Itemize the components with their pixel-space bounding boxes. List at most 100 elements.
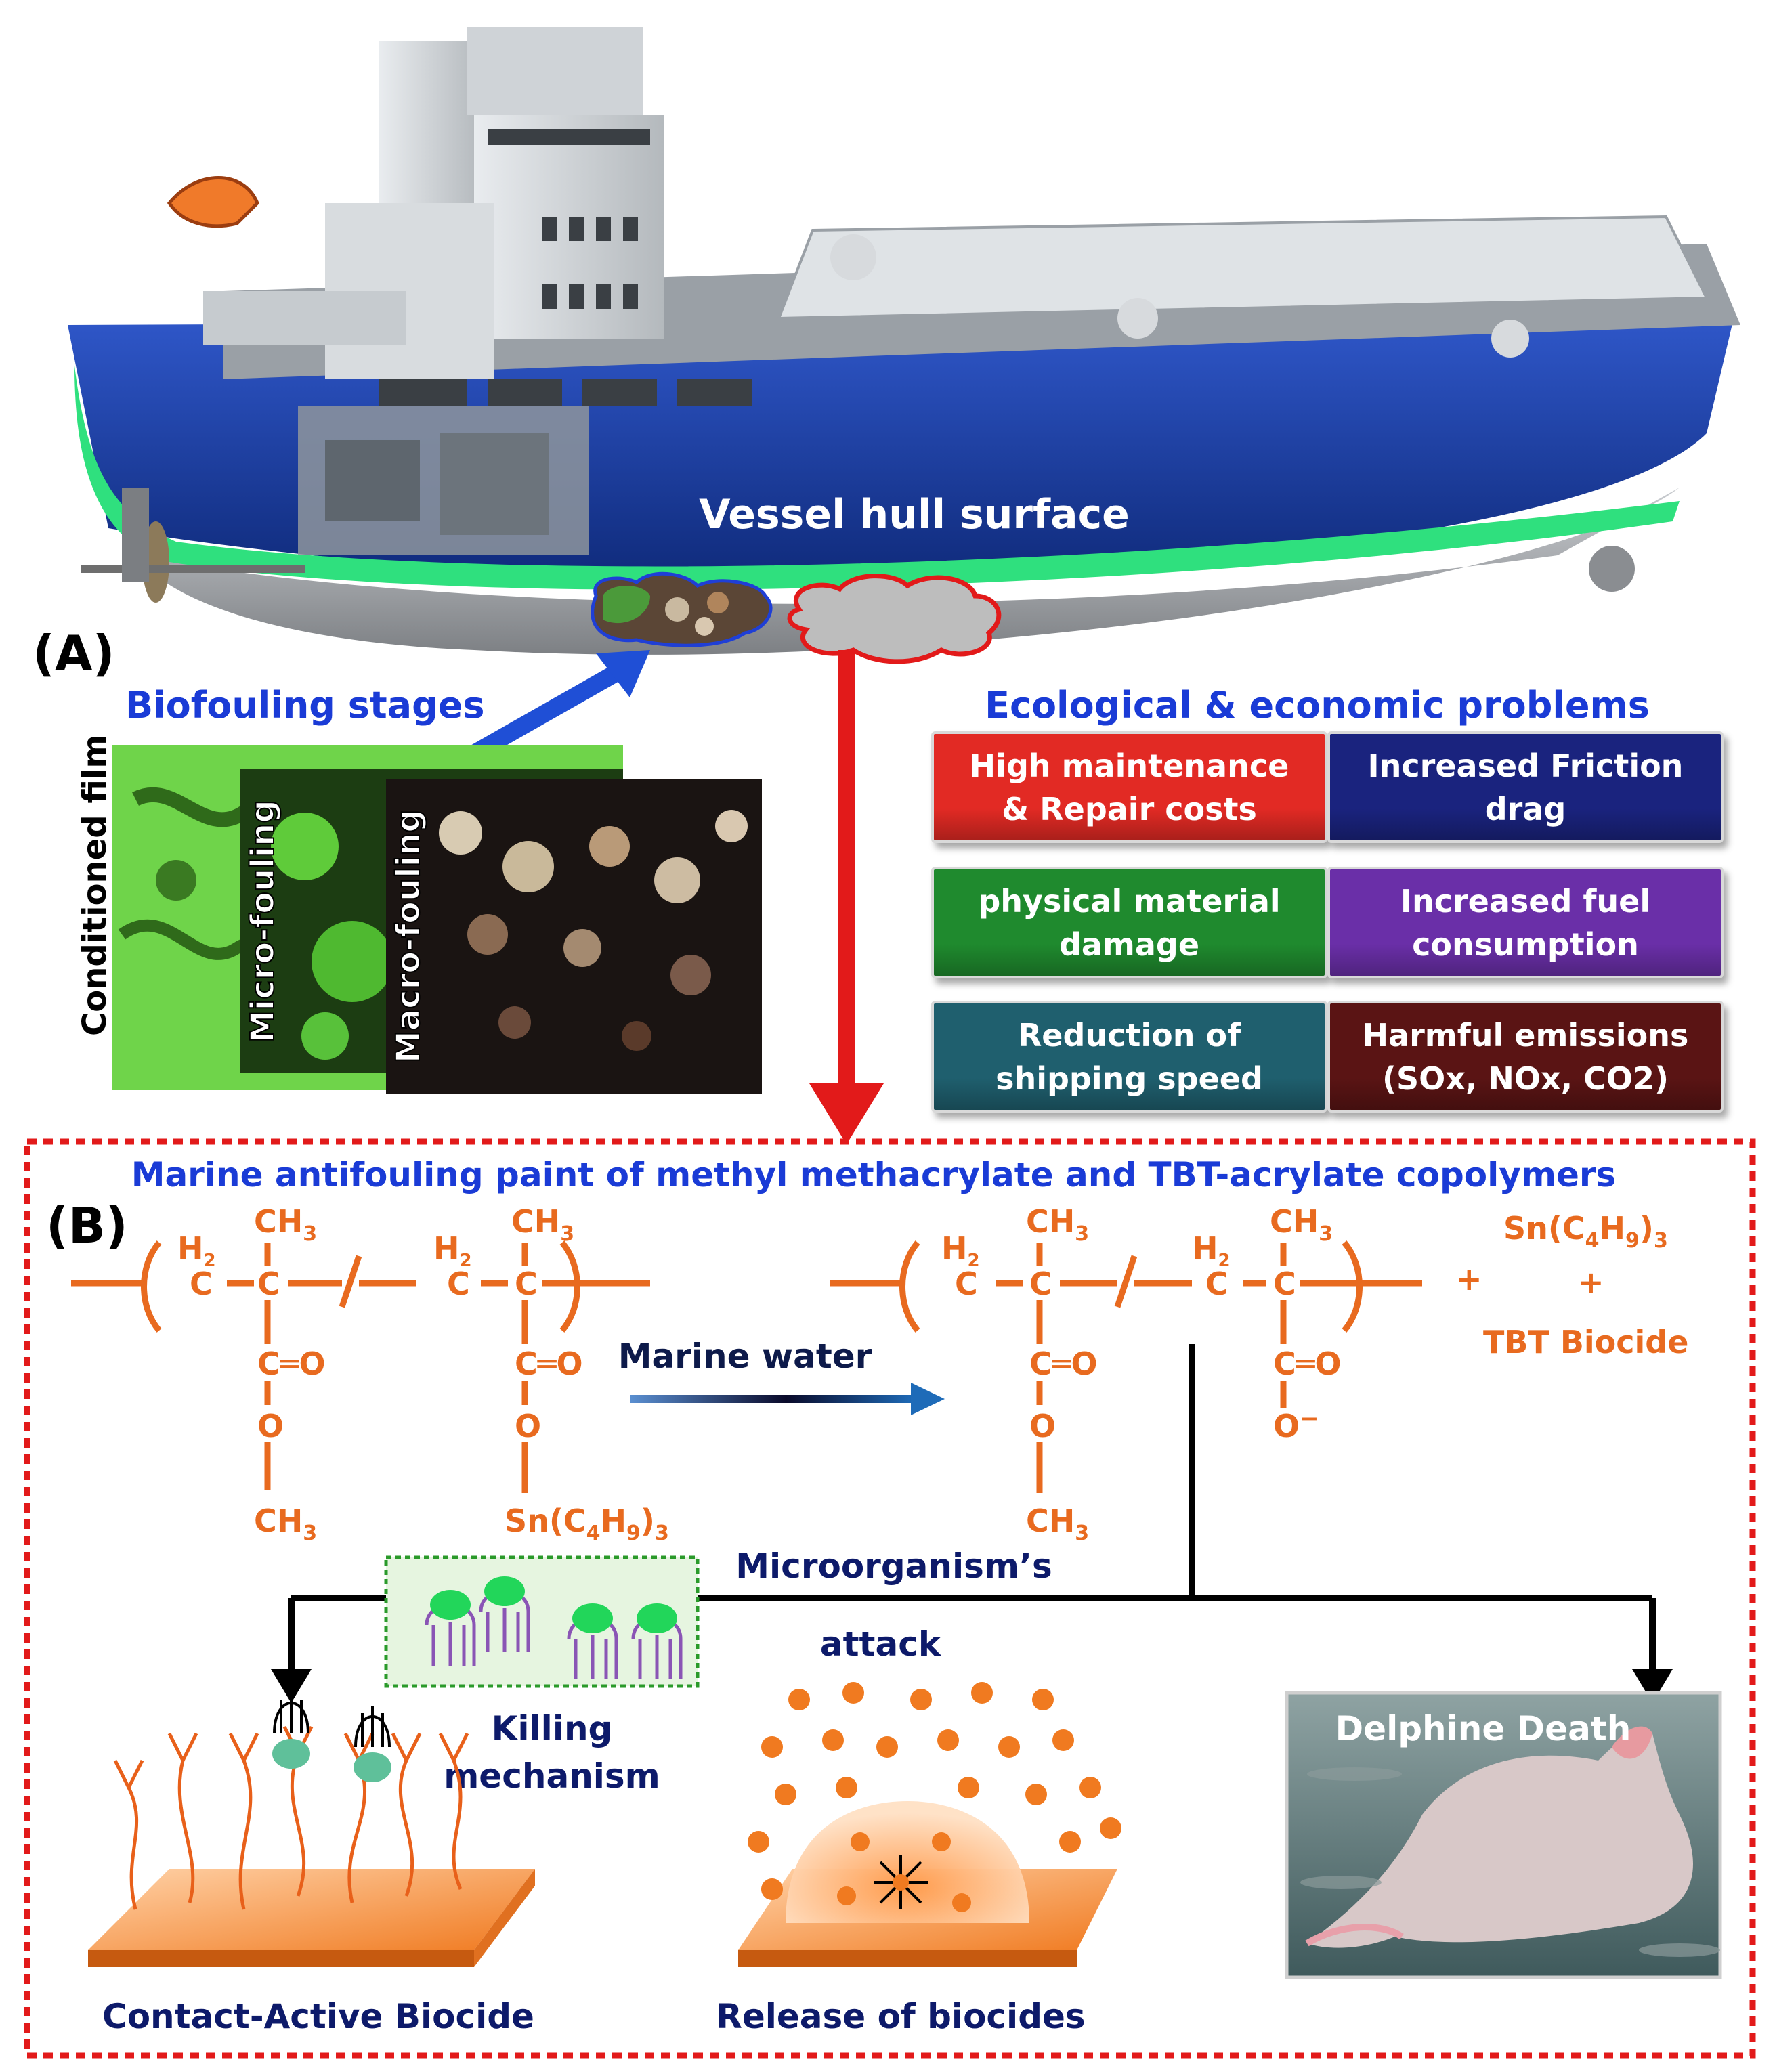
problem-line: consumption <box>1412 926 1639 963</box>
problem-line: Reduction of <box>1017 1016 1241 1054</box>
stage-macro-fouling-image <box>386 779 762 1094</box>
chem-right-co-2: C═O <box>1273 1345 1342 1382</box>
problem-line: drag <box>1484 790 1566 827</box>
release-biocide-illustration <box>738 1682 1121 1967</box>
problem-emissions: Harmful emissions (SOx, NOx, CO2) <box>1327 1001 1724 1113</box>
ship-lower-hull <box>135 488 1680 655</box>
attack-arrow-left-head <box>271 1669 312 1703</box>
problem-friction-drag: Increased Friction drag <box>1327 731 1724 843</box>
dolphin-label: Delphine Death <box>1335 1709 1631 1748</box>
ship-deck-cover <box>777 215 1709 320</box>
contact-biocide-label: Contact-Active Biocide <box>102 1997 534 2036</box>
hull-red-cloud <box>787 574 1002 664</box>
panel-b-title: Marine antifouling paint of methyl metha… <box>131 1155 1617 1194</box>
chem-left-ch3-top-2: CH3 <box>511 1203 574 1246</box>
chem-plus-1: + <box>1456 1261 1482 1297</box>
chem-plus-2: + <box>1578 1264 1604 1301</box>
chem-left-h2-1: H2 <box>177 1230 216 1271</box>
problem-line: damage <box>1058 926 1200 963</box>
contact-polymer-brushes <box>113 1725 469 1910</box>
ship-mast <box>830 234 876 280</box>
chem-left-c-4: C <box>515 1266 538 1302</box>
chem-left-ch3-bottom-1: CH3 <box>254 1503 317 1545</box>
chem-product-tributyltin: Sn(C4H9)3 <box>1503 1210 1668 1253</box>
ship-dome-2 <box>1491 320 1529 358</box>
hull-label: Vessel hull surface <box>699 491 1130 538</box>
marine-water-label: Marine water <box>618 1337 872 1376</box>
problem-fuel-consumption: Increased fuel consumption <box>1327 867 1724 978</box>
chem-left-h2-2: H2 <box>433 1230 472 1271</box>
stage-label-conditioned-film: Conditioned film <box>76 734 114 1036</box>
problem-line: Increased fuel <box>1400 882 1651 920</box>
panel-a-label: (A) <box>33 625 115 682</box>
chem-left-co-1: C═O <box>257 1345 326 1382</box>
attack-label-line1: Microorganism’s <box>735 1547 1052 1586</box>
chem-left-tributyltin: Sn(C4H9)3 <box>505 1503 669 1545</box>
attack-arrow-right-head <box>1632 1669 1673 1703</box>
ship-superstructure <box>203 27 664 379</box>
problem-line: (SOx, NOx, CO2) <box>1382 1060 1669 1097</box>
problem-line: Increased Friction <box>1367 747 1684 784</box>
killing-label-line2: mechanism <box>444 1756 660 1796</box>
killing-label-line1: Killing <box>492 1709 613 1748</box>
chem-right-o-minus: O− <box>1273 1405 1319 1444</box>
problems-title: Ecological & economic problems <box>985 684 1650 727</box>
hull-fouling-patch <box>591 571 773 647</box>
attack-label-line2: attack <box>820 1624 942 1664</box>
dolphin-photo <box>1285 1691 1722 1979</box>
chem-left-c-1: C <box>190 1266 213 1302</box>
microorganism-heads <box>430 1576 677 1633</box>
copolymer-left-bonds <box>71 1240 650 1493</box>
chem-left-o-2: O <box>515 1408 541 1444</box>
release-biocide-particles <box>748 1682 1121 1912</box>
ship-propeller <box>81 488 305 603</box>
chem-right-o-1: O <box>1029 1408 1056 1444</box>
biofouling-title: Biofouling stages <box>125 684 485 727</box>
contact-biocide-illustration <box>88 1693 535 1967</box>
chem-right-ch3-bottom-1: CH3 <box>1026 1503 1089 1545</box>
chem-right-h2-2: H2 <box>1192 1230 1231 1271</box>
release-biocide-label: Release of biocides <box>716 1997 1085 2036</box>
ship-engine-cutaway <box>298 406 589 555</box>
chem-left-co-2: C═O <box>515 1345 583 1382</box>
chem-right-ch3-top-2: CH3 <box>1270 1203 1333 1246</box>
chem-right-c-3: C <box>1205 1266 1228 1302</box>
marine-water-arrow-shaft <box>630 1395 914 1403</box>
chem-left-c-2: C <box>257 1266 280 1302</box>
chem-left-o-1: O <box>257 1408 284 1444</box>
panel-b-label: (B) <box>46 1197 128 1254</box>
ship-bow-thruster <box>1589 546 1635 592</box>
chem-right-c-4: C <box>1273 1266 1296 1302</box>
chem-right-ch3-top-1: CH3 <box>1026 1203 1089 1246</box>
chem-left-ch3-top-1: CH3 <box>254 1203 317 1246</box>
contact-microorganisms <box>273 1693 391 1748</box>
chem-right-c-2: C <box>1029 1266 1052 1302</box>
ship-dome <box>1117 298 1158 339</box>
chem-right-co-1: C═O <box>1029 1345 1098 1382</box>
blue-arrow-head <box>596 650 650 697</box>
copolymer-right-bonds <box>830 1240 1422 1493</box>
problem-line: physical material <box>978 882 1281 920</box>
problem-line: shipping speed <box>996 1060 1263 1097</box>
chem-product-tbt-biocide: TBT Biocide <box>1483 1324 1688 1360</box>
ship-windows <box>379 129 752 406</box>
panel-b-frame <box>24 1138 1756 2059</box>
dolphin-waves <box>1300 1767 1720 1957</box>
problem-shipping-speed: Reduction of shipping speed <box>931 1001 1327 1113</box>
problem-line: Harmful emissions <box>1362 1016 1689 1054</box>
problem-line: & Repair costs <box>1002 790 1257 827</box>
problem-material-damage: physical material damage <box>931 867 1327 978</box>
problem-line: High maintenance <box>969 747 1289 784</box>
stage-label-macro-fouling: Macro-fouling <box>389 808 428 1064</box>
marine-water-arrow-head <box>911 1383 945 1415</box>
stage-label-micro-fouling: Micro-fouling <box>243 799 282 1043</box>
problem-maintenance: High maintenance & Repair costs <box>931 731 1327 843</box>
red-arrow-head <box>809 1083 884 1144</box>
ship-illustration <box>68 27 1740 655</box>
chem-left-c-3: C <box>447 1266 470 1302</box>
microorganism-box <box>384 1555 700 1688</box>
ship-lifeboat <box>167 176 259 228</box>
chem-right-h2-1: H2 <box>941 1230 980 1271</box>
chem-right-c-1: C <box>955 1266 978 1302</box>
